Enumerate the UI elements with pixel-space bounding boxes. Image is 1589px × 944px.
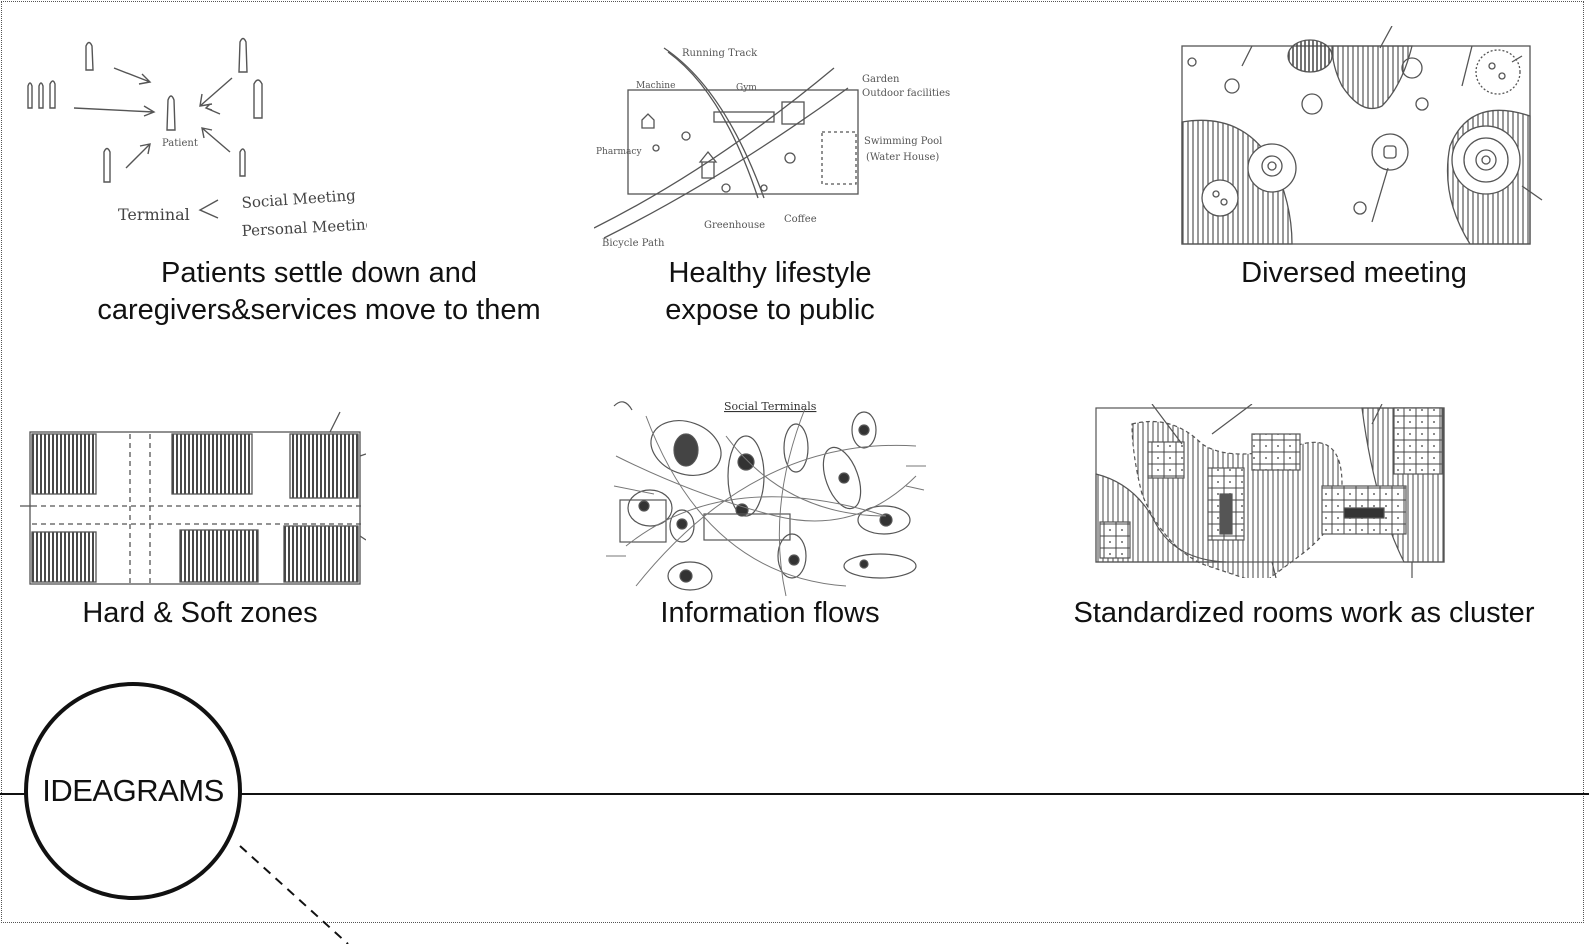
- caption-line: Healthy lifestyle: [668, 257, 872, 289]
- personal-meeting-label: Personal Meeting: [241, 215, 367, 240]
- social-meeting-label: Social Meeting: [241, 186, 357, 212]
- meeting-caption: Diversed meeting: [1200, 255, 1508, 292]
- svg-text:Bicycle Path: Bicycle Path: [602, 238, 665, 249]
- room-cluster: [1251, 433, 1301, 471]
- hard-zone: [31, 531, 97, 583]
- hard-zone: [31, 433, 97, 495]
- svg-text:Pharmacy: Pharmacy: [596, 147, 642, 157]
- section-divider-line: [0, 793, 1589, 795]
- arrows: [73, 67, 233, 219]
- zones-sketch: [20, 406, 366, 590]
- caption-line: expose to public: [665, 294, 875, 326]
- caption-line: Patients settle down and: [161, 257, 477, 289]
- room-cluster: [1147, 441, 1185, 479]
- zones-boundary: [29, 431, 361, 585]
- board-frame: [1, 1, 1584, 923]
- bicycle-path: [594, 67, 835, 229]
- svg-text:Coffee: Coffee: [784, 214, 817, 225]
- diversed-meeting-sketch: [1172, 26, 1544, 248]
- soft-zone-path: [32, 434, 362, 584]
- map-boundary: [627, 89, 859, 195]
- lifestyle-caption: Healthy lifestyle expose to public: [600, 255, 940, 329]
- room-cluster: [1099, 521, 1131, 559]
- svg-text:Greenhouse: Greenhouse: [704, 220, 765, 231]
- svg-text:Running Track: Running Track: [682, 48, 758, 59]
- svg-text:(Water House): (Water House): [866, 152, 939, 163]
- hard-zone: [289, 433, 359, 499]
- hard-zone: [171, 433, 253, 495]
- patients-caption: Patients settle down and caregivers&serv…: [0, 255, 638, 329]
- patients-sketch: Patient Terminal Social Meeting Personal…: [22, 28, 367, 246]
- room-cluster: [1393, 407, 1443, 475]
- patient-label: Patient: [162, 138, 198, 149]
- flow-lines: [606, 405, 926, 597]
- flows-sketch: Social Terminals: [606, 396, 932, 598]
- svg-text:Gym: Gym: [736, 83, 757, 93]
- terminal-label: Terminal: [118, 205, 190, 224]
- social-terminals-label: Social Terminals: [724, 400, 817, 413]
- caption-line: caregivers&services move to them: [97, 294, 541, 326]
- flows-caption: Information flows: [600, 595, 940, 632]
- svg-text:Garden: Garden: [862, 74, 900, 85]
- running-track-path: [663, 47, 765, 199]
- title-circle: IDEAGRAMS: [24, 682, 242, 900]
- hard-zone: [283, 525, 359, 583]
- section-title: IDEAGRAMS: [42, 773, 224, 808]
- lifestyle-map-sketch: Running Track Machine Gym Garden Outdoor…: [594, 38, 966, 250]
- svg-text:Outdoor facilities: Outdoor facilities: [862, 88, 950, 99]
- hard-zone: [179, 529, 259, 583]
- svg-text:Machine: Machine: [636, 81, 675, 91]
- zones-caption: Hard & Soft zones: [30, 595, 370, 632]
- person-figures: [27, 37, 263, 183]
- caption-line: Diversed meeting: [1241, 257, 1467, 289]
- rooms-sketch: [1092, 404, 1448, 578]
- terminal-blobs: [619, 411, 917, 591]
- svg-text:Swimming Pool: Swimming Pool: [864, 136, 942, 147]
- hatched-zone: [1331, 45, 1413, 110]
- dashed-pointer-line: [239, 845, 349, 944]
- caption-line: Hard & Soft zones: [82, 597, 318, 629]
- caption-line: Information flows: [660, 597, 880, 629]
- caption-line: Standardized rooms work as cluster: [1073, 597, 1535, 629]
- rooms-caption: Standardized rooms work as cluster: [1040, 595, 1568, 632]
